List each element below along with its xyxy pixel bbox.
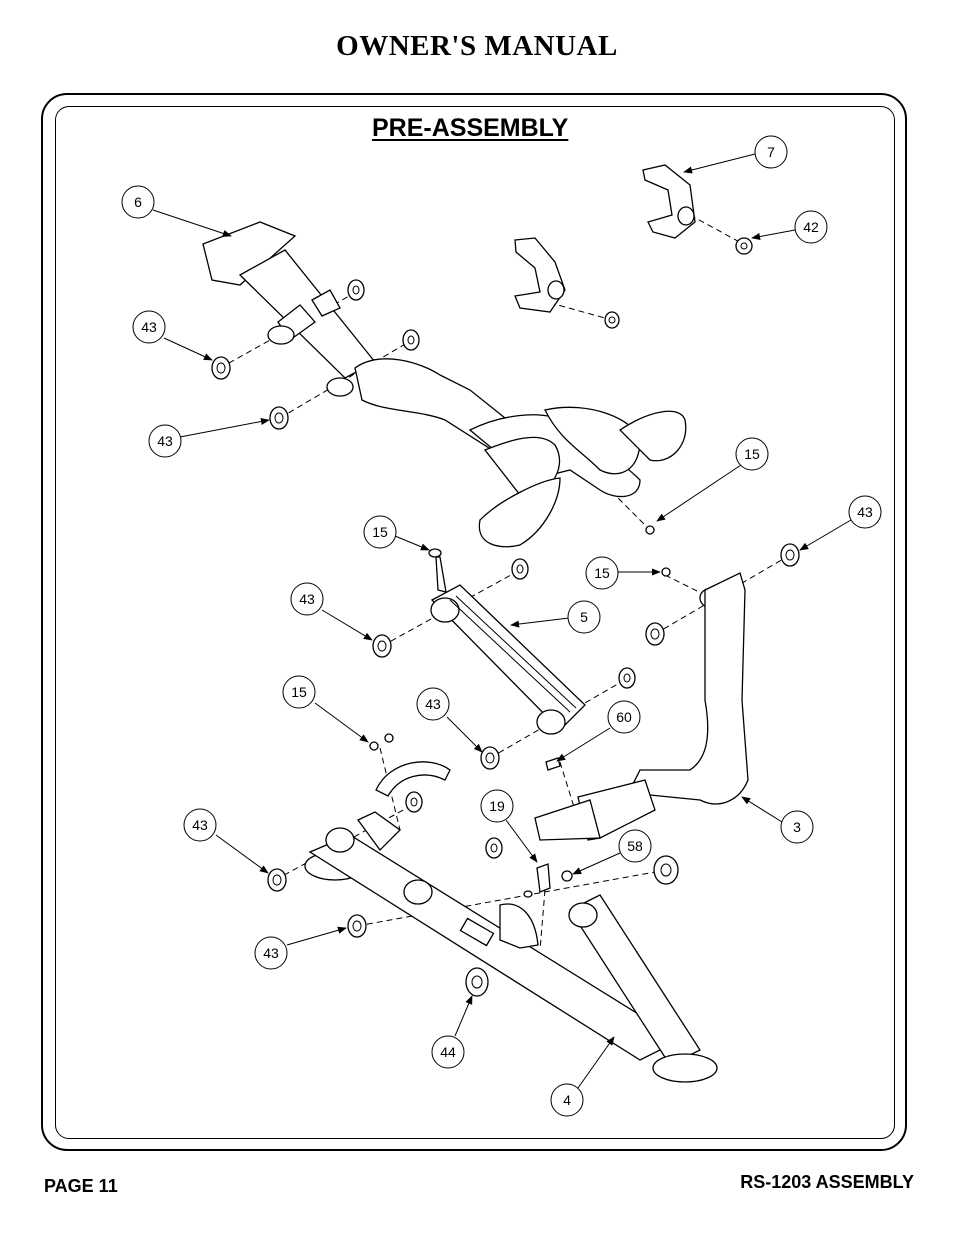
page-title: OWNER'S MANUAL <box>336 30 618 62</box>
callout-15-label: 15 <box>372 524 388 540</box>
callout-43-label: 43 <box>157 433 173 449</box>
part-5-crossmember <box>430 584 586 735</box>
document-name: RS-1203 ASSEMBLY <box>740 1172 914 1192</box>
bearings <box>211 237 800 997</box>
callout-44: 44 <box>431 1035 465 1069</box>
callout-42: 42 <box>794 210 828 244</box>
callout-60: 60 <box>607 700 641 734</box>
callout-43-label: 43 <box>425 696 441 712</box>
callout-43-label: 43 <box>857 504 873 520</box>
callout-42-label: 42 <box>803 219 819 235</box>
callout-43: 43 <box>254 936 288 970</box>
callout-19: 19 <box>480 789 514 823</box>
callout-15: 15 <box>363 515 397 549</box>
part-7-bracket <box>514 164 696 313</box>
callout-15-label: 15 <box>594 565 610 581</box>
callout-5: 5 <box>567 600 601 634</box>
callout-5-label: 5 <box>580 609 588 625</box>
callout-4-label: 4 <box>563 1092 571 1108</box>
fasteners <box>369 525 671 898</box>
callout-58: 58 <box>618 829 652 863</box>
callout-43: 43 <box>848 495 882 529</box>
part-3-rear-leg <box>534 572 749 841</box>
callout-43-label: 43 <box>141 319 157 335</box>
callout-43-label: 43 <box>299 591 315 607</box>
callout-43: 43 <box>183 808 217 842</box>
part-6-upper-arm <box>202 221 687 548</box>
callout-43: 43 <box>416 687 450 721</box>
callout-3-label: 3 <box>793 819 801 835</box>
part-4-base-frame <box>304 761 718 1083</box>
page-number: PAGE 11 <box>44 1176 118 1196</box>
callout-3: 3 <box>780 810 814 844</box>
callout-7-label: 7 <box>767 144 775 160</box>
callout-43: 43 <box>132 310 166 344</box>
callout-60-label: 60 <box>616 709 632 725</box>
callout-15-label: 15 <box>291 684 307 700</box>
callout-19-label: 19 <box>489 798 505 814</box>
outer-frame <box>41 93 907 1151</box>
callout-43-label: 43 <box>263 945 279 961</box>
callout-43: 43 <box>290 582 324 616</box>
callout-43: 43 <box>148 424 182 458</box>
callout-leaders <box>152 153 852 1089</box>
inner-frame <box>55 106 895 1139</box>
callout-4: 4 <box>550 1083 584 1117</box>
callout-15-label: 15 <box>744 446 760 462</box>
callout-15: 15 <box>282 675 316 709</box>
callout-44-label: 44 <box>440 1044 456 1060</box>
callout-6-label: 6 <box>134 194 142 210</box>
callout-7: 7 <box>754 135 788 169</box>
callout-15: 15 <box>585 556 619 590</box>
section-title: PRE-ASSEMBLY <box>372 114 569 142</box>
callout-58-label: 58 <box>627 838 643 854</box>
callout-15: 15 <box>735 437 769 471</box>
callout-6: 6 <box>121 185 155 219</box>
callout-43-label: 43 <box>192 817 208 833</box>
